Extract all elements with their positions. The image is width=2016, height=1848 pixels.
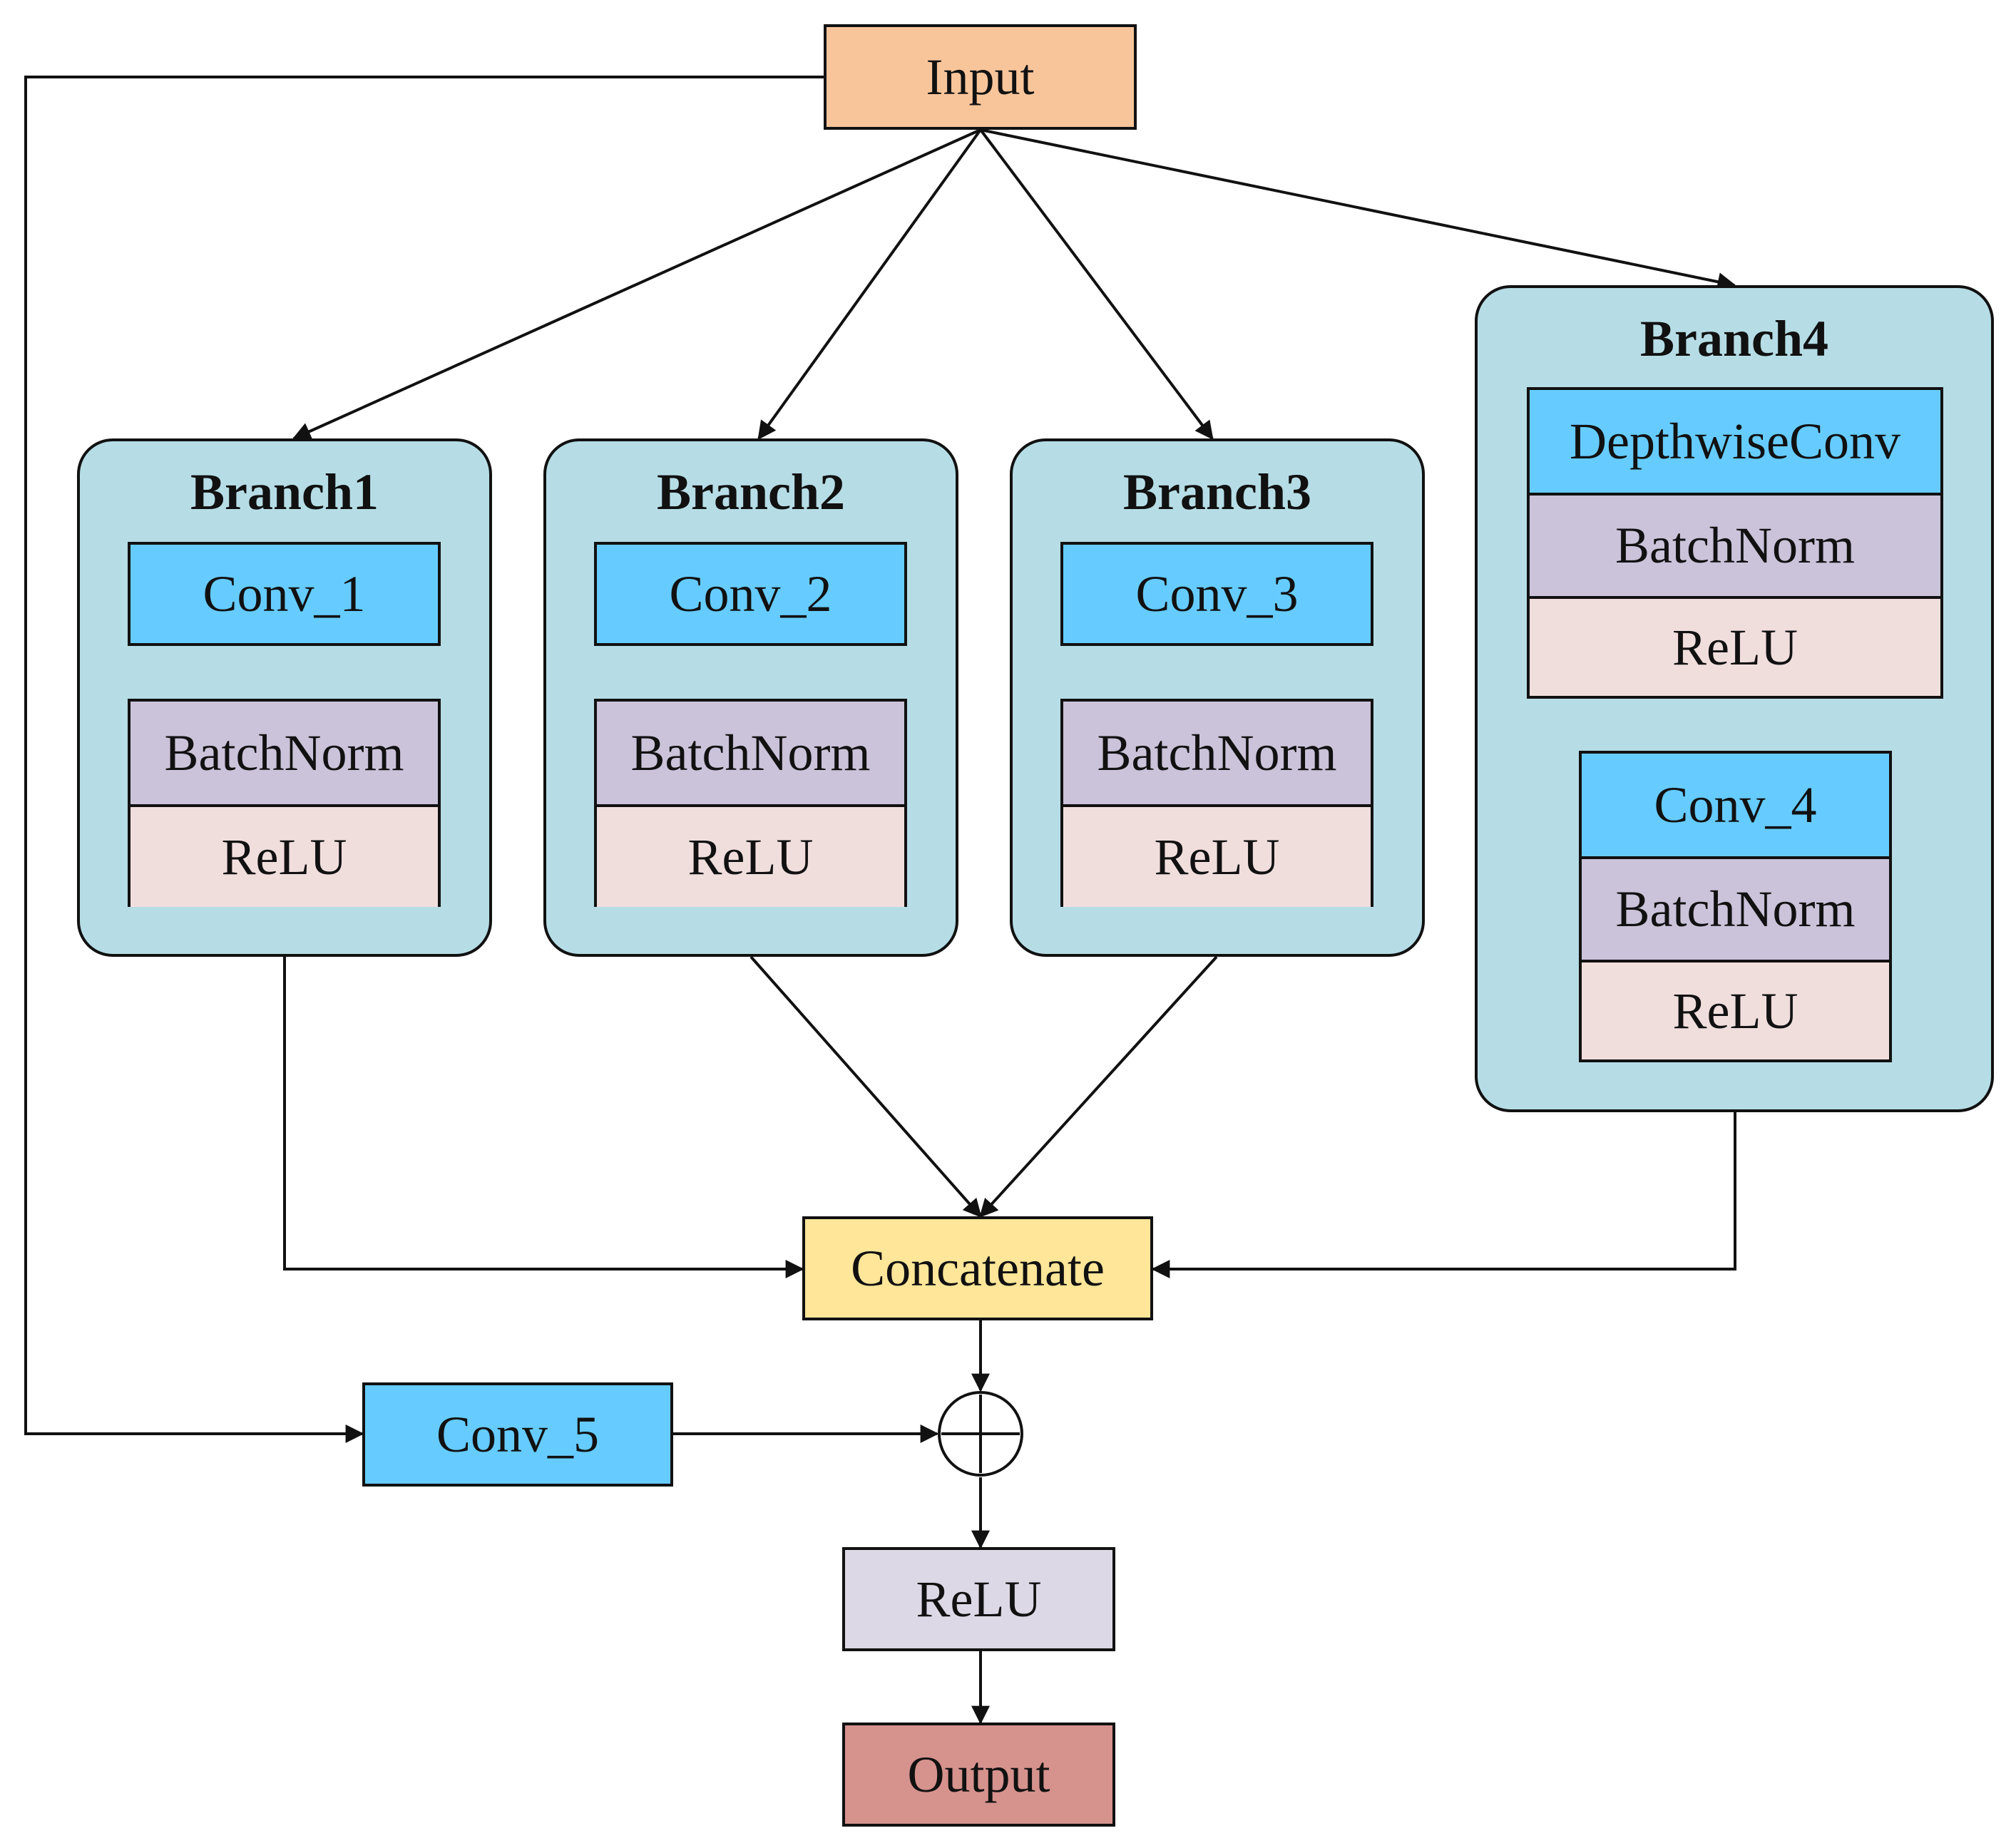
- branch4-conv: Conv_4: [1582, 754, 1889, 856]
- branch3-title: Branch3: [1122, 463, 1312, 520]
- branch1-title: Branch1: [190, 463, 379, 520]
- branch3-conv-label: Conv_3: [1135, 565, 1299, 622]
- branch2-conv: Conv_2: [594, 542, 907, 646]
- branch3-batchnorm: BatchNorm: [1063, 702, 1371, 804]
- branch2-conv-label: Conv_2: [669, 565, 832, 622]
- branch1-bn-relu: BatchNorm ReLU: [128, 699, 441, 907]
- branch4-batchnorm-2: BatchNorm: [1582, 856, 1889, 960]
- output-node: Output: [842, 1723, 1115, 1827]
- concatenate-label: Concatenate: [851, 1239, 1105, 1297]
- branch4-relu-2: ReLU: [1582, 960, 1889, 1059]
- branch4-dwconv-bn-relu: DepthwiseConv BatchNorm ReLU: [1527, 387, 1943, 699]
- branch1-relu: ReLU: [131, 804, 438, 907]
- branch3-relu: ReLU: [1063, 804, 1371, 907]
- branch2-batchnorm: BatchNorm: [597, 702, 904, 804]
- conv5-node: Conv_5: [362, 1382, 673, 1487]
- edge-input-branch2: [757, 128, 982, 441]
- branch2-bn-relu: BatchNorm ReLU: [594, 699, 907, 907]
- branch4-depthwiseconv: DepthwiseConv: [1530, 390, 1940, 493]
- branch1-batchnorm: BatchNorm: [131, 702, 438, 804]
- edge-branch2-concat: [749, 955, 982, 1218]
- edge-input-conv5: [24, 76, 824, 1443]
- edge-branch1-concat: [283, 957, 804, 1278]
- branch4-title: Branch4: [1639, 310, 1829, 367]
- branch4-batchnorm-1: BatchNorm: [1530, 493, 1940, 596]
- edge-input-branch3: [979, 128, 1214, 441]
- branch3-bn-relu: BatchNorm ReLU: [1060, 699, 1373, 907]
- branch2-title: Branch2: [656, 463, 846, 520]
- final-relu-label: ReLU: [916, 1570, 1042, 1628]
- branch3-conv: Conv_3: [1060, 542, 1373, 646]
- edge-branch4-concat: [1151, 1112, 1736, 1278]
- branch4-relu-1: ReLU: [1530, 596, 1940, 696]
- edge-input-branch4: [980, 128, 1736, 292]
- branch4-conv-bn-relu: Conv_4 BatchNorm ReLU: [1579, 751, 1892, 1062]
- branch1-conv: Conv_1: [128, 542, 441, 646]
- branch1-conv-label: Conv_1: [203, 565, 366, 622]
- conv5-label: Conv_5: [436, 1405, 600, 1463]
- branch2-relu: ReLU: [597, 804, 904, 907]
- output-label: Output: [907, 1745, 1050, 1803]
- input-label: Input: [926, 48, 1035, 106]
- edge-branch3-concat: [979, 955, 1218, 1218]
- final-relu-node: ReLU: [842, 1547, 1115, 1651]
- input-node: Input: [824, 24, 1137, 130]
- concatenate-node: Concatenate: [802, 1216, 1153, 1320]
- edge-input-branch1: [292, 128, 981, 441]
- add-node: [938, 1391, 1023, 1477]
